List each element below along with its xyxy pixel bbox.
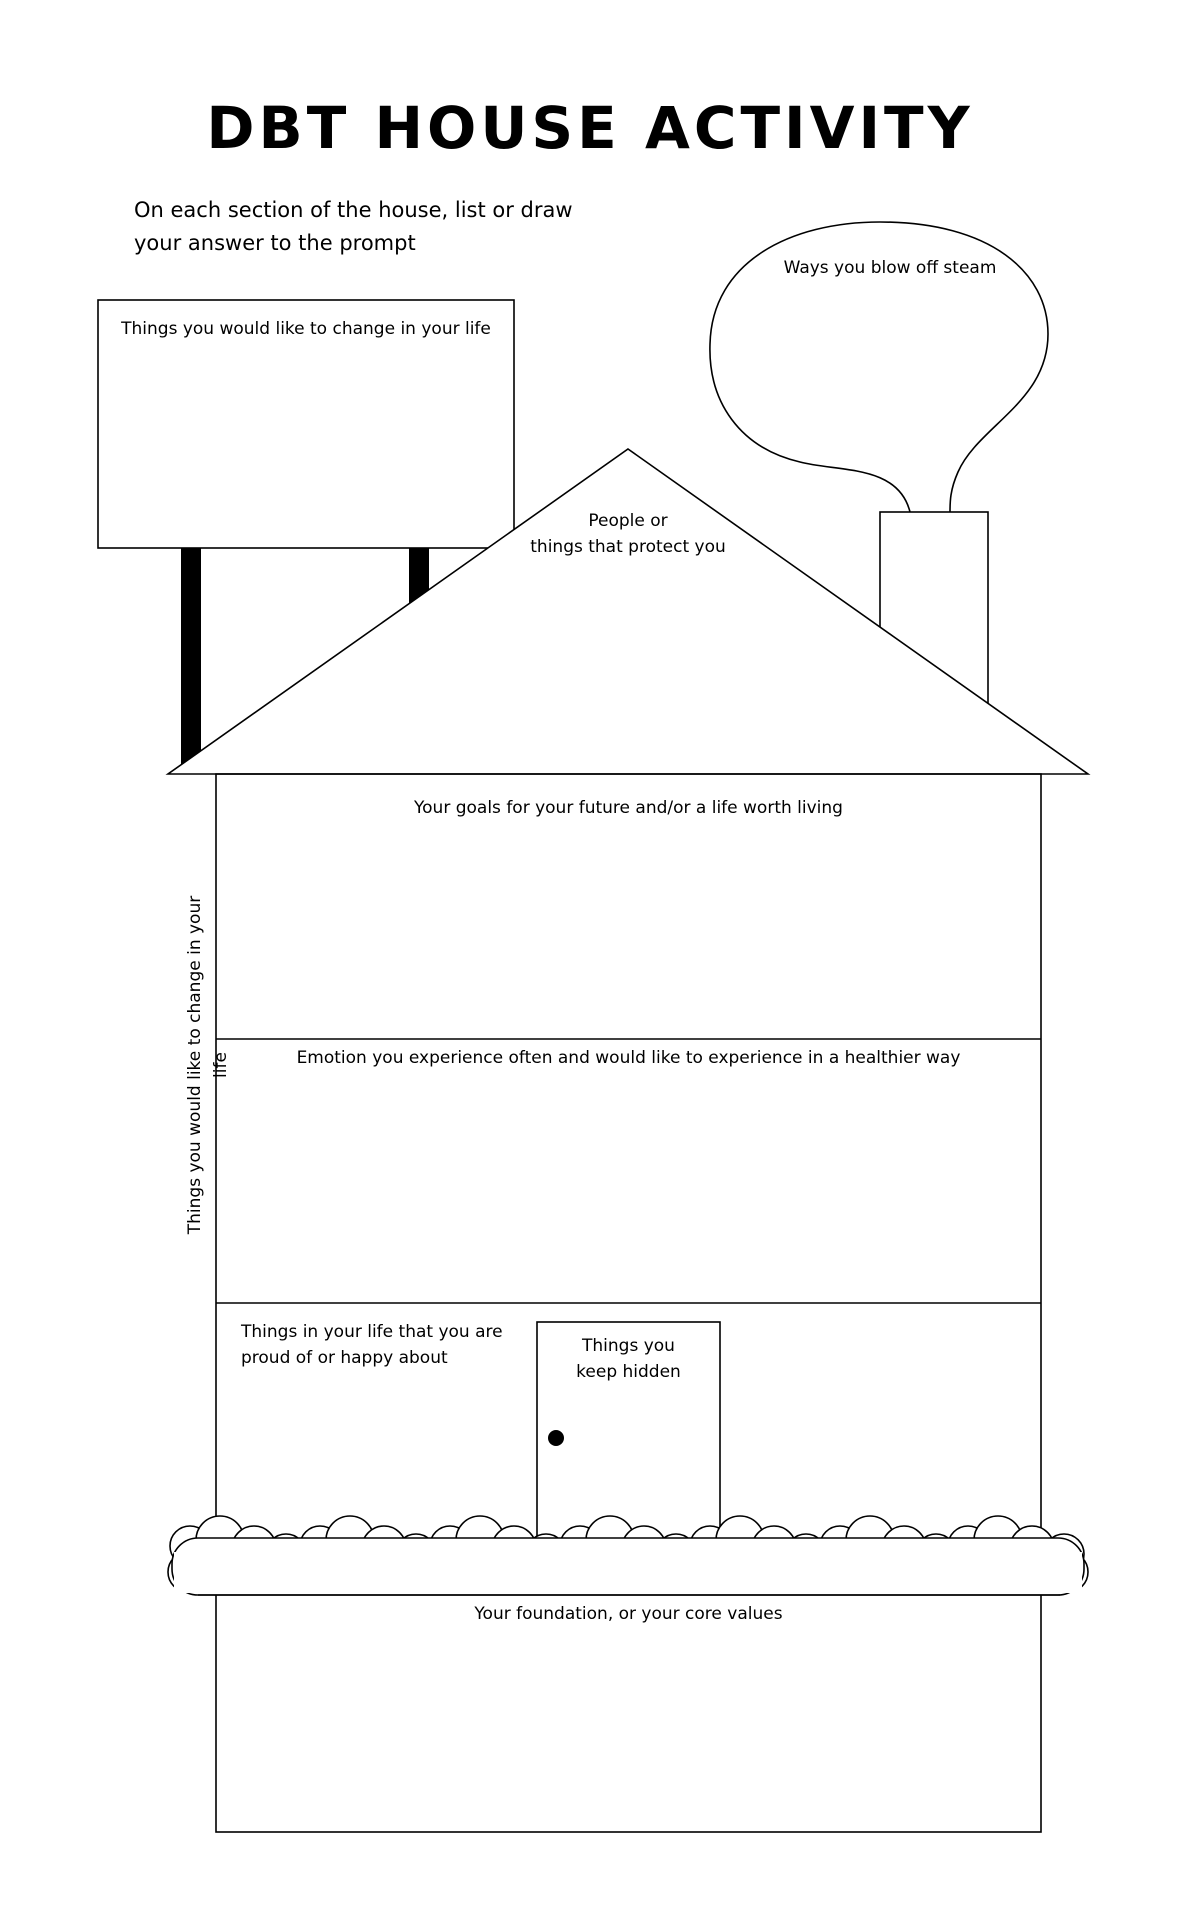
proud-prompt: Things in your life that you are proud o… xyxy=(241,1319,531,1371)
roof-prompt: People or things that protect you xyxy=(478,508,778,560)
proud-prompt-line-1: Things in your life that you are xyxy=(241,1322,503,1342)
roof-prompt-line-1: People or xyxy=(588,511,668,531)
hidden-prompt-line-1: Things you xyxy=(582,1336,675,1356)
bushes xyxy=(167,1515,1089,1596)
sign-post-left xyxy=(181,548,201,768)
instructions: On each section of the house, list or dr… xyxy=(134,194,614,260)
instructions-line-2: your answer to the prompt xyxy=(134,231,416,255)
foundation-prompt: Your foundation, or your core values xyxy=(474,1604,783,1624)
steam-bubble xyxy=(709,221,1049,513)
bush-fill xyxy=(174,1552,1082,1593)
instructions-line-1: On each section of the house, list or dr… xyxy=(134,198,573,222)
hidden-prompt: Things you keep hidden xyxy=(537,1333,720,1385)
roof-prompt-line-2: things that protect you xyxy=(530,537,726,557)
hidden-prompt-line-2: keep hidden xyxy=(576,1362,681,1382)
door-knob xyxy=(548,1430,564,1446)
sign-board xyxy=(97,299,515,549)
sign-prompt: Things you would like to change in your … xyxy=(121,319,491,339)
page-title: DBT HOUSE ACTIVITY xyxy=(206,94,974,162)
proud-prompt-line-2: proud of or happy about xyxy=(241,1348,448,1368)
side-wall-prompt: Things you would like to change in your … xyxy=(185,895,231,1235)
emotion-prompt: Emotion you experience often and would l… xyxy=(296,1048,961,1068)
goals-prompt: Your goals for your future and/or a life… xyxy=(414,798,843,818)
steam-prompt: Ways you blow off steam xyxy=(783,258,997,278)
